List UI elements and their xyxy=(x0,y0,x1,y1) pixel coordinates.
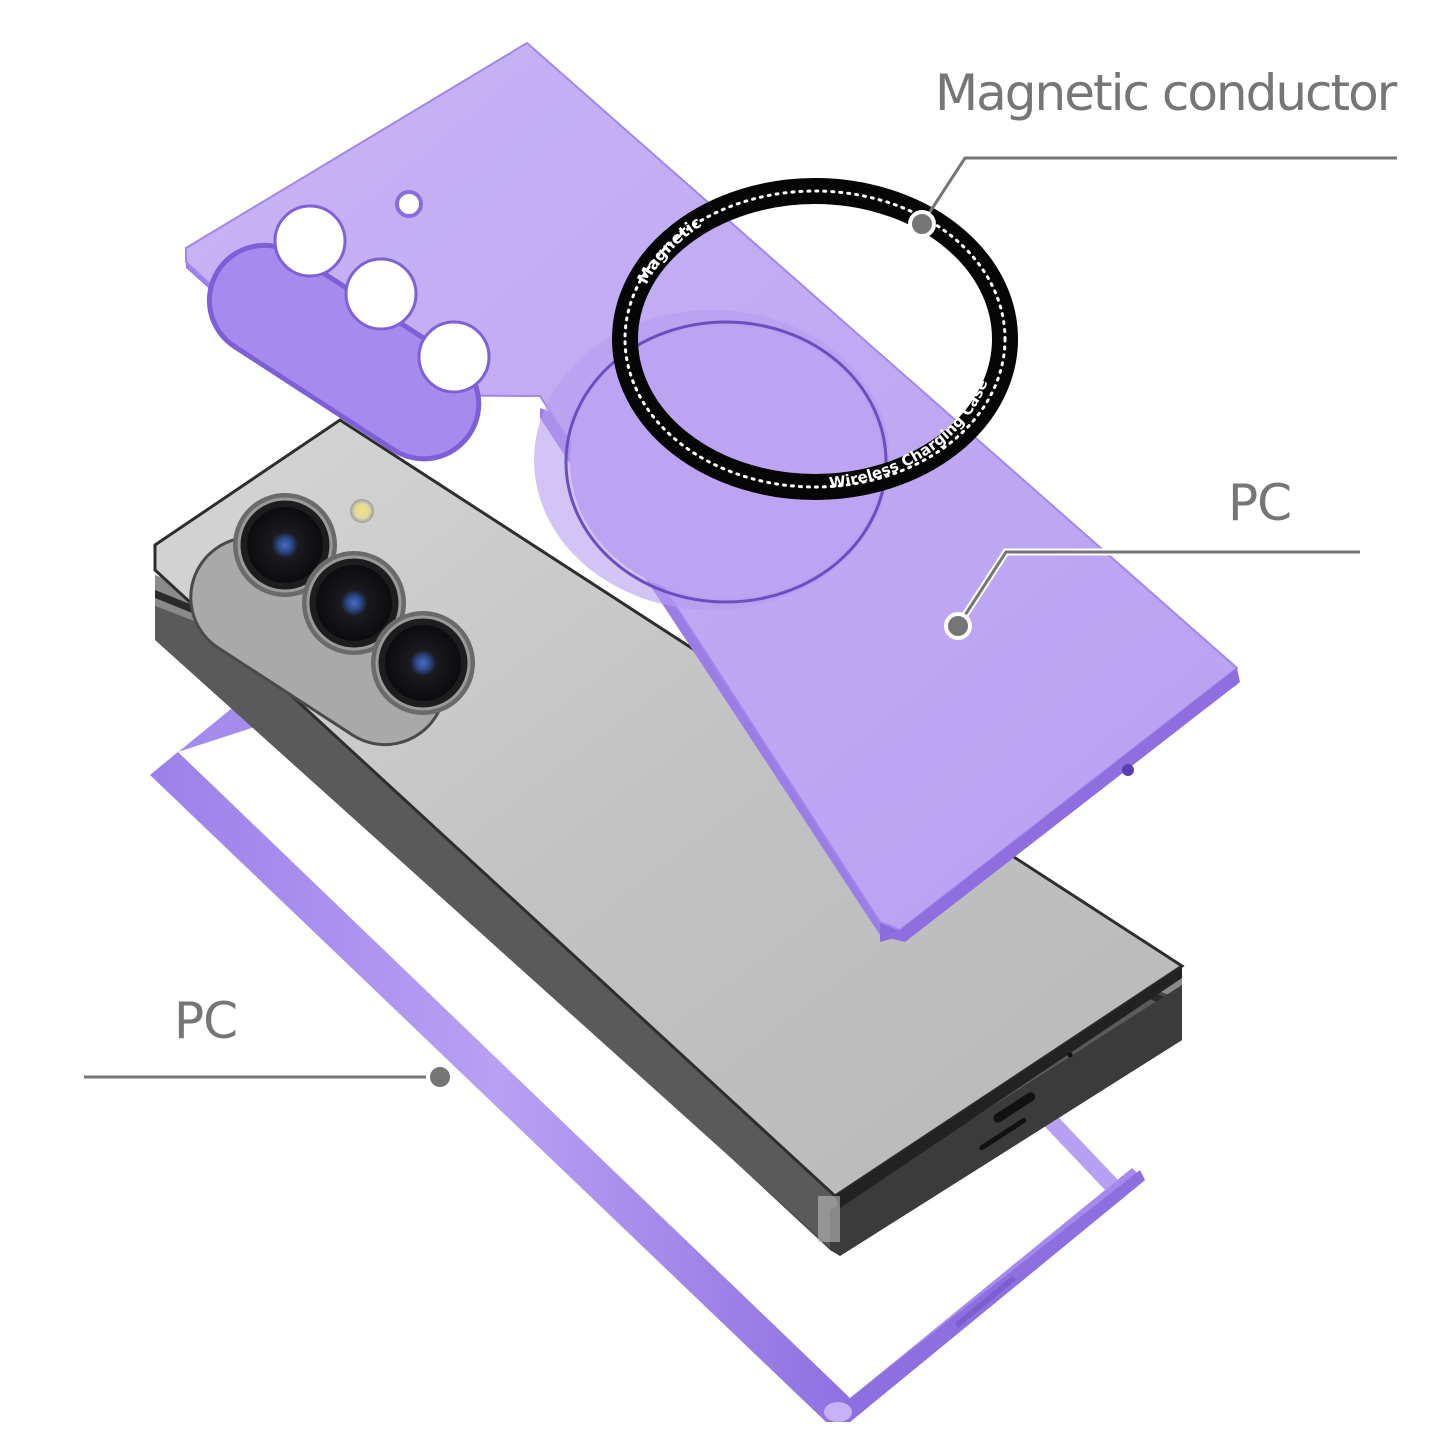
speaker-grille xyxy=(979,1118,1027,1151)
camera-lens-2 xyxy=(302,551,406,655)
flash-icon xyxy=(350,499,374,523)
flash-hole xyxy=(395,190,423,218)
callout-lines xyxy=(84,156,1397,1091)
callout-dot-magnetic xyxy=(908,210,936,238)
frame-top-rail xyxy=(150,700,270,775)
camera-lens-3 xyxy=(371,611,475,715)
usb-port xyxy=(993,1092,1036,1123)
callout-label-pc-case: PC xyxy=(1228,474,1292,532)
callout-dot-pc-case xyxy=(944,612,972,640)
camera-hole-1 xyxy=(273,204,347,278)
frame-left-rail xyxy=(150,752,850,1422)
frame-tab xyxy=(1032,1103,1118,1190)
callout-line-pc-case xyxy=(956,550,1360,627)
bumper-frame xyxy=(150,700,1145,1422)
camera-hole-2 xyxy=(344,257,418,331)
callout-line-magnetic xyxy=(920,156,1397,225)
camera-lens-1 xyxy=(233,493,337,597)
camera-hole-3 xyxy=(417,320,491,394)
case-camera-cutout xyxy=(206,190,491,462)
callout-label-magnetic-conductor: Magnetic conductor xyxy=(935,64,1397,122)
phone-camera-module xyxy=(189,493,475,747)
callout-label-pc-frame: PC xyxy=(174,992,238,1050)
callout-dot-pc-frame xyxy=(426,1063,454,1091)
